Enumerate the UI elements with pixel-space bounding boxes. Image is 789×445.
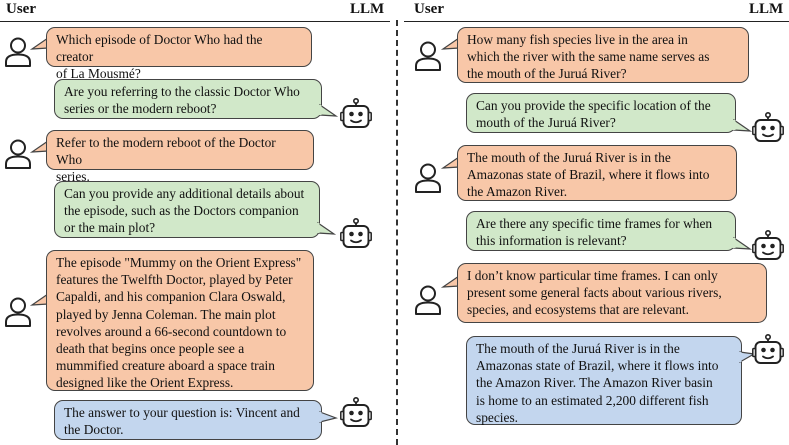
user-icon bbox=[5, 37, 31, 67]
left-header-rule bbox=[0, 21, 390, 22]
left-header-user: User bbox=[6, 1, 36, 17]
user-icon bbox=[415, 163, 441, 193]
llm-message-2: Can you provide any additional details a… bbox=[54, 181, 320, 238]
bubble-tail bbox=[316, 221, 337, 235]
robot-icon bbox=[752, 229, 784, 260]
robot-icon bbox=[752, 111, 784, 142]
user-icon bbox=[415, 285, 441, 315]
bubble-tail bbox=[738, 351, 756, 364]
left-header-llm: LLM bbox=[350, 1, 385, 17]
user-message-3: I don’t know particular time frames. I c… bbox=[457, 263, 767, 323]
user-icon bbox=[5, 139, 31, 169]
bubble-tail bbox=[318, 411, 339, 423]
bubble-tail bbox=[732, 236, 753, 250]
user-icon bbox=[5, 297, 31, 327]
final-answer-message: The answer to your question is: Vincent … bbox=[54, 400, 322, 440]
llm-message-1: Can you provide the specific location of… bbox=[466, 93, 736, 133]
bubble-tail bbox=[732, 118, 753, 132]
robot-icon bbox=[752, 333, 784, 364]
panel-divider bbox=[396, 20, 398, 445]
user-icon bbox=[415, 41, 441, 71]
right-header-user: User bbox=[414, 1, 444, 17]
bubble-tail bbox=[318, 103, 339, 117]
user-message-3: The episode "Mummy on the Orient Express… bbox=[46, 250, 314, 391]
right-header-rule bbox=[404, 21, 789, 22]
final-answer-message: The mouth of the Juruá River is in the A… bbox=[466, 336, 742, 425]
user-message-2: Refer to the modern reboot of the Doctor… bbox=[46, 130, 314, 184]
llm-message-1: Are you referring to the classic Doctor … bbox=[54, 79, 322, 119]
user-message-1: Which episode of Doctor Who had the crea… bbox=[46, 27, 312, 81]
robot-icon bbox=[340, 97, 372, 128]
user-message-1: How many fish species live in the area i… bbox=[457, 27, 749, 83]
right-header-llm: LLM bbox=[749, 1, 784, 17]
user-message-2: The mouth of the Juruá River is in the A… bbox=[457, 145, 737, 201]
llm-message-2: Are there any specific time frames for w… bbox=[466, 211, 736, 251]
robot-icon bbox=[340, 396, 372, 427]
robot-icon bbox=[340, 217, 372, 248]
